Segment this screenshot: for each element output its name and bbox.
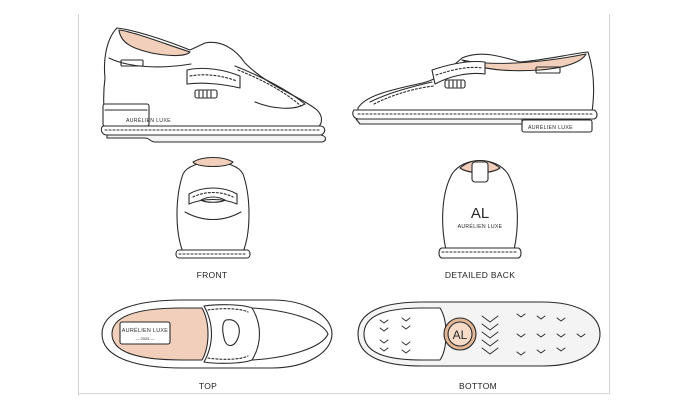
loafer-bottom-view: AL [357,301,601,367]
loafer-front-view [175,156,251,259]
label-front: FRONT [196,270,228,280]
insole-sub-text: — 2025 — [135,336,154,341]
insole-brand-text: AURÉLIEN LUXE [122,327,169,334]
heel-brand-text: AURÉLIEN LUXE [126,117,171,124]
loafer-side-view-left: AURÉLIEN LUXE [100,27,327,143]
label-top: TOP [198,381,218,391]
loafer-side-view-right: AURÉLIEN LUXE [352,51,598,133]
heel-brand-text-right: AURÉLIEN LUXE [528,124,573,131]
heel-badge-monogram: AL [453,328,468,342]
back-brand-text: AURÉLIEN LUXE [458,223,503,230]
frame-bottom-line [78,393,610,394]
back-monogram: AL [471,205,489,222]
label-bottom: BOTTOM [458,381,497,391]
frame-right-line [609,14,610,394]
loafer-top-view: AURÉLIEN LUXE — 2025 — [101,299,333,369]
frame-left-line [78,14,79,396]
loafer-back-view: AL AURÉLIEN LUXE [438,159,522,259]
label-detailed-back: DETAILED BACK [444,270,516,280]
